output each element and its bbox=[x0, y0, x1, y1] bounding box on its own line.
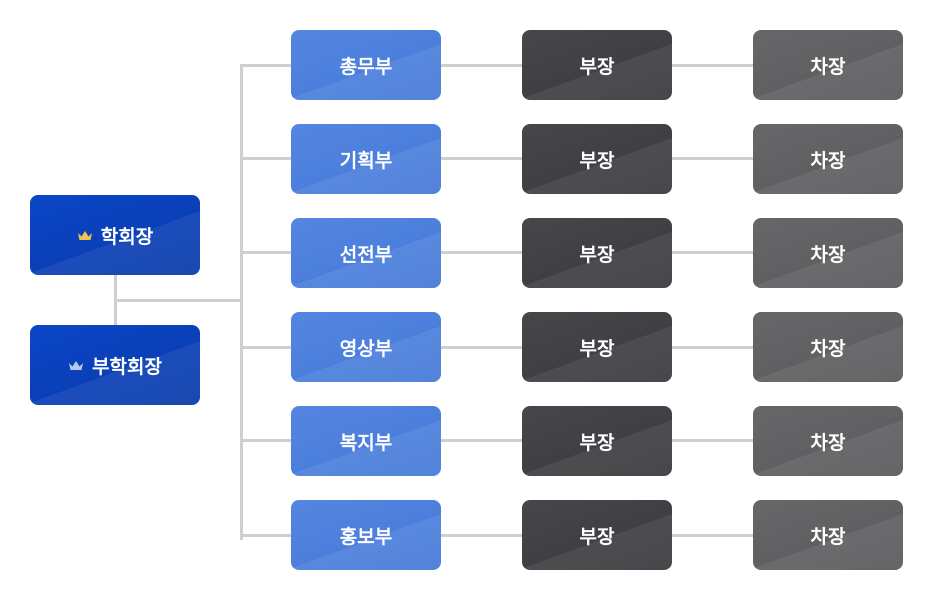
department-label: 영상부 bbox=[339, 337, 393, 360]
head-box[interactable]: 부장 bbox=[522, 312, 672, 382]
head-box[interactable]: 부장 bbox=[522, 406, 672, 476]
deputy-label: 차장 bbox=[810, 149, 846, 172]
crown-icon bbox=[69, 360, 84, 370]
head-label: 부장 bbox=[579, 431, 615, 454]
leader-box-president[interactable]: 학회장 bbox=[30, 195, 200, 275]
head-label: 부장 bbox=[579, 243, 615, 266]
head-box[interactable]: 부장 bbox=[522, 218, 672, 288]
connector-leaders-to-trunk bbox=[114, 299, 242, 302]
deputy-box[interactable]: 차장 bbox=[753, 406, 903, 476]
leader-label: 부학회장 bbox=[92, 355, 162, 378]
department-label: 홍보부 bbox=[339, 525, 393, 548]
deputy-box[interactable]: 차장 bbox=[753, 312, 903, 382]
head-label: 부장 bbox=[579, 149, 615, 172]
deputy-box[interactable]: 차장 bbox=[753, 30, 903, 100]
department-label: 총무부 bbox=[339, 55, 393, 78]
department-box[interactable]: 선전부 bbox=[291, 218, 441, 288]
deputy-box[interactable]: 차장 bbox=[753, 124, 903, 194]
department-box[interactable]: 복지부 bbox=[291, 406, 441, 476]
head-box[interactable]: 부장 bbox=[522, 124, 672, 194]
deputy-box[interactable]: 차장 bbox=[753, 500, 903, 570]
deputy-label: 차장 bbox=[810, 243, 846, 266]
head-label: 부장 bbox=[579, 55, 615, 78]
leader-box-vice-president[interactable]: 부학회장 bbox=[30, 325, 200, 405]
connector-trunk-vertical bbox=[240, 65, 243, 540]
deputy-label: 차장 bbox=[810, 431, 846, 454]
department-box[interactable]: 총무부 bbox=[291, 30, 441, 100]
department-label: 복지부 bbox=[339, 431, 393, 454]
head-box[interactable]: 부장 bbox=[522, 500, 672, 570]
department-label: 선전부 bbox=[339, 243, 393, 266]
head-label: 부장 bbox=[579, 337, 615, 360]
leader-label: 학회장 bbox=[100, 225, 154, 248]
deputy-label: 차장 bbox=[810, 337, 846, 360]
department-box[interactable]: 영상부 bbox=[291, 312, 441, 382]
deputy-label: 차장 bbox=[810, 55, 846, 78]
head-box[interactable]: 부장 bbox=[522, 30, 672, 100]
department-label: 기획부 bbox=[339, 149, 393, 172]
deputy-label: 차장 bbox=[810, 525, 846, 548]
crown-icon bbox=[77, 230, 92, 240]
deputy-box[interactable]: 차장 bbox=[753, 218, 903, 288]
department-box[interactable]: 홍보부 bbox=[291, 500, 441, 570]
head-label: 부장 bbox=[579, 525, 615, 548]
department-box[interactable]: 기획부 bbox=[291, 124, 441, 194]
